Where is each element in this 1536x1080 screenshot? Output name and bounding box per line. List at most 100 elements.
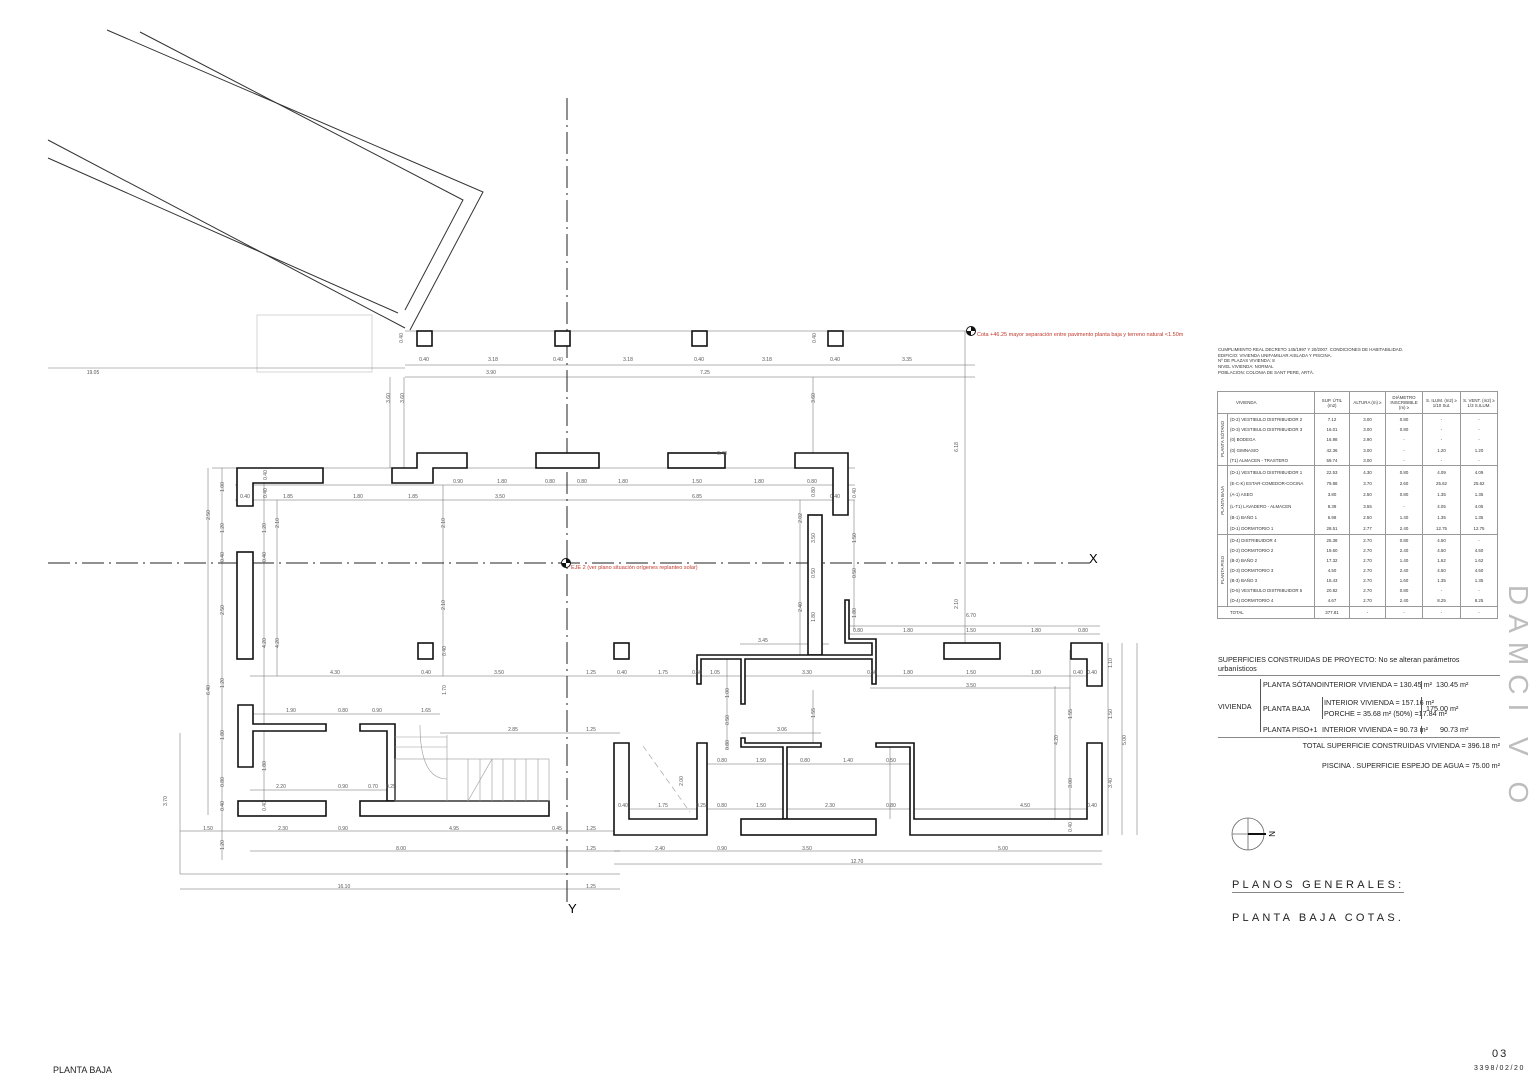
dimension-label: 1.80 bbox=[262, 761, 268, 771]
dimension-label: 0.40 bbox=[262, 801, 268, 811]
room-name: (D-1) DORMITORIO 1 bbox=[1227, 522, 1315, 535]
dimension-label: 0.50 bbox=[886, 758, 896, 764]
dimension-label: 2.02 bbox=[798, 513, 804, 523]
table-cell: 59.74 bbox=[1314, 455, 1350, 466]
sotano-label: PLANTA SÓTANO bbox=[1263, 680, 1322, 689]
dimension-label: 1.20 bbox=[220, 840, 226, 850]
table-cell: TOTAL bbox=[1217, 605, 1315, 619]
axis-x-label: X bbox=[1089, 551, 1098, 566]
dimension-label: 3.90 bbox=[486, 370, 496, 376]
table-cell: 4.50 bbox=[1422, 565, 1461, 576]
room-name: (D-4) DORMITORIO 4 bbox=[1227, 595, 1315, 607]
table-cell: 25.38 bbox=[1314, 534, 1350, 546]
table-cell: 2.70 bbox=[1349, 585, 1386, 596]
origin-marker-icon bbox=[561, 558, 571, 568]
table-cell: 1.35 bbox=[1422, 511, 1461, 523]
table-cell: - bbox=[1460, 434, 1498, 445]
table-cell: 4.05 bbox=[1460, 500, 1498, 512]
table-cell: 2.50 bbox=[1349, 489, 1386, 501]
baja-total: 175.00 m² bbox=[1426, 704, 1459, 713]
dimension-label: 0.40 bbox=[1073, 670, 1083, 676]
dimension-label: 0.90 bbox=[453, 479, 463, 485]
col-header: S. VENT. (m2) ≥ 1/3 S.ILUM. bbox=[1460, 391, 1498, 414]
table-cell: - bbox=[1349, 605, 1386, 619]
habitability-header: CUMPLIMIENTO REAL DECRETO 145/1997 Y 20/… bbox=[1218, 347, 1403, 376]
room-name: (D-2) DORMITORIO 2 bbox=[1227, 545, 1315, 556]
table-cell: 2.70 bbox=[1349, 545, 1386, 556]
table-cell: 20.82 bbox=[1314, 585, 1350, 596]
dimension-label: 5.00 bbox=[1122, 735, 1128, 745]
table-cell: 1.35 bbox=[1422, 489, 1461, 501]
table-cell: - bbox=[1422, 413, 1461, 425]
dimension-label: 4.20 bbox=[262, 638, 268, 648]
table-cell: 1.40 bbox=[1385, 511, 1423, 523]
terrace-outline bbox=[256, 314, 373, 373]
north-label: N bbox=[1267, 831, 1276, 837]
table-cell: 1.35 bbox=[1460, 489, 1498, 501]
room-name: (B-1) BAÑO 1 bbox=[1227, 511, 1315, 523]
group-label-text: PLANTA BAJA bbox=[1220, 485, 1225, 515]
table-cell: 4.30 bbox=[1349, 465, 1386, 478]
table-cell: - bbox=[1422, 424, 1461, 435]
table-cell: 3.00 bbox=[1349, 455, 1386, 466]
header-line: POBLACION: COLONIA DE SANT PERE, ARTÀ. bbox=[1218, 369, 1314, 375]
dimension-label: 0.80 bbox=[220, 777, 226, 787]
habitability-table: VIVIENDA SUP. ÚTIL (m2) ALTURA (m) ≥ DIÁ… bbox=[1217, 391, 1498, 619]
axis-y-label: Y bbox=[568, 901, 577, 916]
table-cell: 0.80 bbox=[1385, 424, 1423, 435]
dimension-label: 5.00 bbox=[998, 846, 1008, 852]
group-label: PLANTA BAJA bbox=[1217, 465, 1228, 535]
dimension-label: 3.50 bbox=[802, 846, 812, 852]
dimension-label: 0.50 bbox=[811, 568, 817, 578]
col-header: VIVIENDA bbox=[1217, 391, 1315, 414]
table-cell: 4.50 bbox=[1422, 545, 1461, 556]
dimension-label: 1.25 bbox=[586, 727, 596, 733]
dimension-label: 1.80 bbox=[497, 479, 507, 485]
dimension-label: 0.40 bbox=[220, 801, 226, 811]
group-label-text: PLANTA SÓTANO bbox=[1220, 421, 1225, 458]
dimension-label: 3.30 bbox=[802, 670, 812, 676]
table-cell: 1.35 bbox=[1422, 575, 1461, 586]
dimension-label: 0.80 bbox=[577, 479, 587, 485]
table-cell: 42.36 bbox=[1314, 444, 1350, 456]
dimension-label: 0.40 bbox=[1087, 803, 1097, 809]
table-cell: 2.60 bbox=[1385, 477, 1423, 490]
dimension-label: 1.50 bbox=[966, 670, 976, 676]
footer-label: PLANTA BAJA bbox=[53, 1065, 112, 1075]
dimension-label: 2.85 bbox=[508, 727, 518, 733]
table-cell: - bbox=[1460, 413, 1498, 425]
dimension-label: 3.00 bbox=[1068, 778, 1074, 788]
axis-origin-note: EJE 2 (ver plano situación orígenes repl… bbox=[571, 565, 698, 571]
table-cell: 0.80 bbox=[1385, 489, 1423, 501]
dimension-label: 0.80 bbox=[811, 487, 817, 497]
dimension-label: 6.40 bbox=[206, 685, 212, 695]
dimension-label: 1.50 bbox=[1108, 709, 1114, 719]
dimension-label: 0.80 bbox=[800, 758, 810, 764]
dimension-label: 1.80 bbox=[618, 479, 628, 485]
room-name: (L-T1) LAVADERO - ALMACEN bbox=[1227, 500, 1315, 512]
room-name: (T1) ALMACEN - TRASTERO bbox=[1227, 455, 1315, 466]
table-cell: - bbox=[1460, 424, 1498, 435]
dimension-label: 3.50 bbox=[811, 533, 817, 543]
table-cell: 2.70 bbox=[1349, 555, 1386, 566]
dimension-label: 1.50 bbox=[756, 758, 766, 764]
group-label-text: PLANTA PISO bbox=[1220, 555, 1225, 585]
dimension-label: 3.06 bbox=[777, 727, 787, 733]
piso-detail: INTERIOR VIVIENDA = 90.73 m² bbox=[1322, 725, 1429, 734]
table-cell: 2.70 bbox=[1349, 565, 1386, 576]
table-cell: 1.20 bbox=[1460, 444, 1498, 456]
level-note: Cota +46.25 mayor separación entre pavim… bbox=[977, 332, 1184, 338]
dimension-label: 1.55 bbox=[811, 708, 817, 718]
table-cell: 3.80 bbox=[1314, 489, 1350, 501]
dimension-label: 1.50 bbox=[966, 628, 976, 634]
dimension-label: 0.40 bbox=[263, 470, 269, 480]
dimension-label: 3.45 bbox=[758, 638, 768, 644]
dimension-label: 0.45 bbox=[552, 826, 562, 832]
dimension-label: 3.50 bbox=[494, 670, 504, 676]
